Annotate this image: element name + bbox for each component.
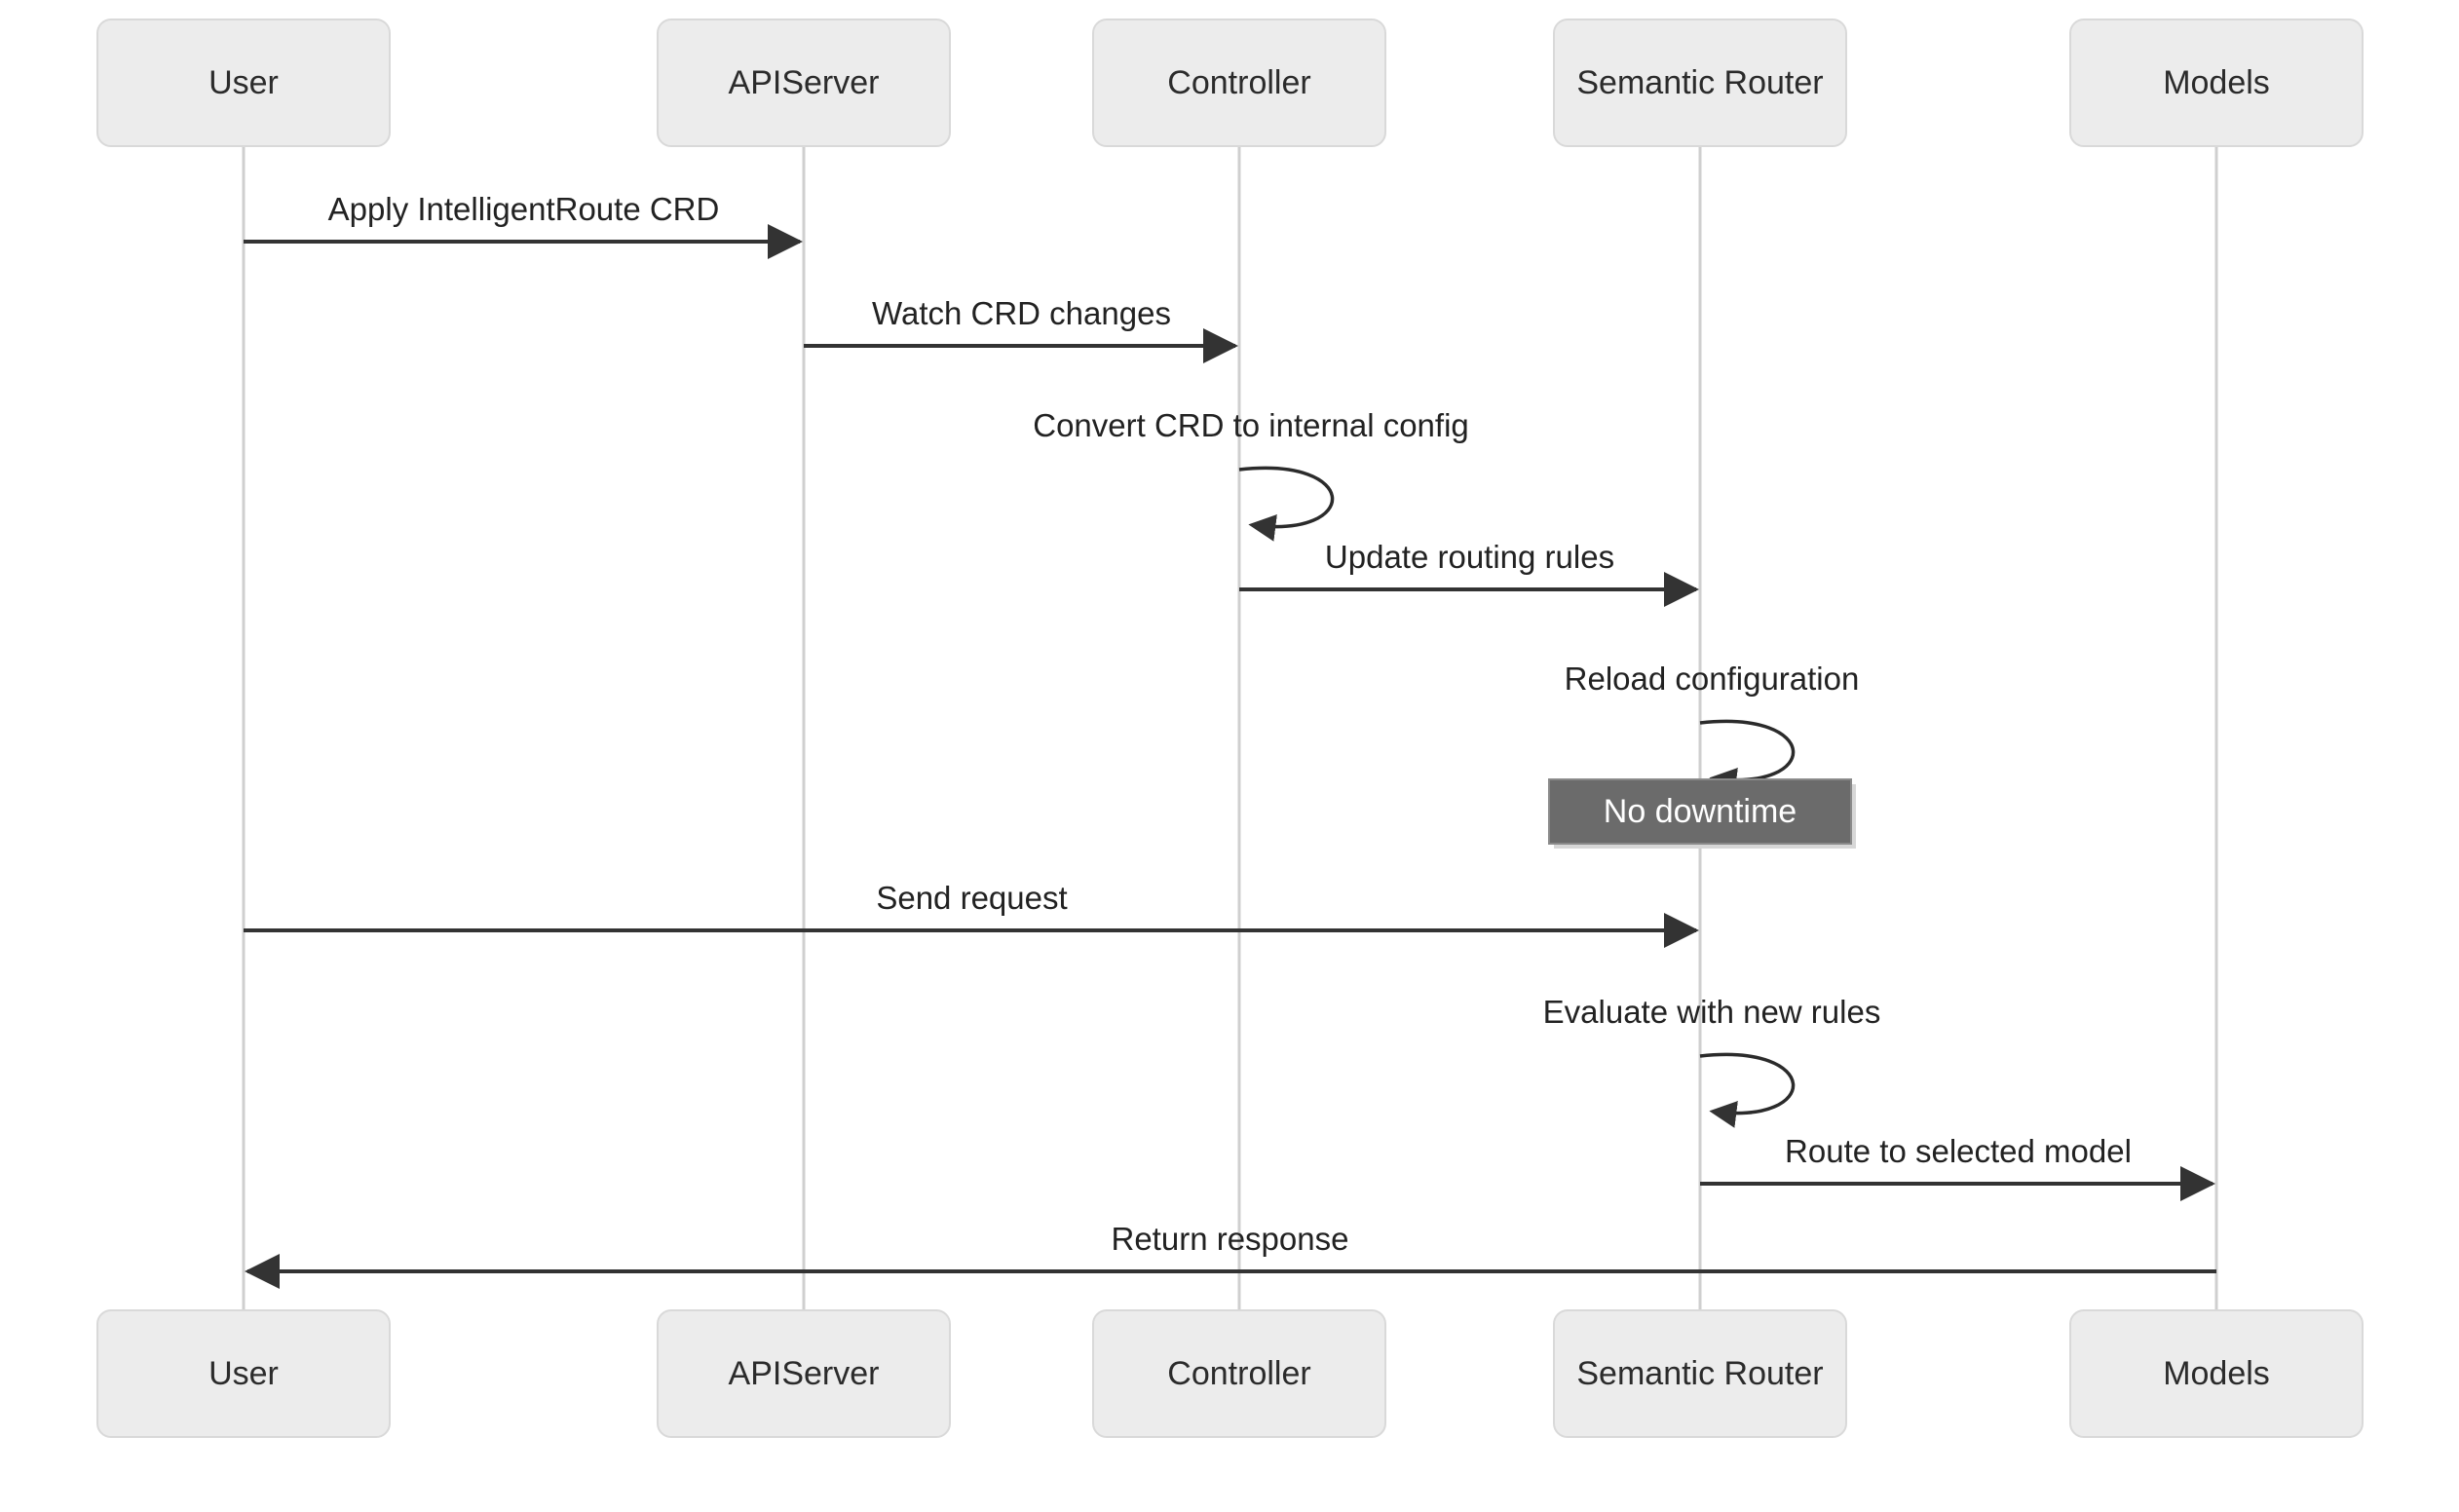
self-loop-path (1699, 1052, 1796, 1128)
participant-label-apiserver: APIServer (729, 1355, 880, 1392)
message-3-self-loop[interactable]: Convert CRD to internal config (1033, 407, 1469, 542)
message-label: Reload configuration (1565, 661, 1860, 697)
message-label: Return response (1112, 1221, 1349, 1257)
participant-controller-bottom[interactable]: Controller (1092, 1309, 1386, 1438)
message-7-self-loop[interactable]: Evaluate with new rules (1543, 994, 1881, 1128)
participant-apiserver-bottom[interactable]: APIServer (657, 1309, 951, 1438)
participant-label-apiserver: APIServer (729, 64, 880, 101)
participant-box-controller[interactable] (1092, 1309, 1386, 1438)
participant-models-top[interactable]: Models (2069, 19, 2364, 147)
message-1-sync[interactable]: Apply IntelligentRoute CRD (244, 191, 803, 259)
participant-label-controller: Controller (1167, 1355, 1310, 1392)
participant-label-user: User (208, 1355, 279, 1392)
participant-user-top[interactable]: User (96, 19, 391, 147)
message-2-sync[interactable]: Watch CRD changes (804, 295, 1238, 363)
participant-router-bottom[interactable]: Semantic Router (1553, 1309, 1847, 1438)
note-no-downtime[interactable]: No downtime (1548, 778, 1856, 849)
message-label: Apply IntelligentRoute CRD (328, 191, 720, 227)
messages-group: Apply IntelligentRoute CRD Watch CRD chan… (244, 191, 2216, 1289)
self-loop-path (1238, 466, 1335, 542)
participant-router-top[interactable]: Semantic Router (1553, 19, 1847, 147)
note-label: No downtime (1604, 793, 1797, 830)
participant-box-models[interactable] (2069, 1309, 2364, 1438)
message-5-self-loop[interactable]: Reload configuration (1565, 661, 1860, 795)
participant-models-bottom[interactable]: Models (2069, 1309, 2364, 1438)
participant-box-apiserver[interactable] (657, 19, 951, 147)
participant-label-controller: Controller (1167, 64, 1310, 101)
participant-box-router[interactable] (1553, 1309, 1847, 1438)
participant-controller-top[interactable]: Controller (1092, 19, 1386, 147)
message-label: Convert CRD to internal config (1033, 407, 1469, 443)
message-9-sync[interactable]: Return response (245, 1221, 2216, 1289)
message-8-sync[interactable]: Route to selected model (1700, 1133, 2215, 1201)
participants-bottom-group: User APIServer Controller Semantic Router Mo… (96, 1309, 2364, 1438)
message-label: Evaluate with new rules (1543, 994, 1881, 1030)
participant-box-controller[interactable] (1092, 19, 1386, 147)
participant-label-models: Models (2163, 1355, 2270, 1392)
notes-group: No downtime (1548, 778, 1856, 849)
participant-box-router[interactable] (1553, 19, 1847, 147)
participant-user-bottom[interactable]: User (96, 1309, 391, 1438)
participant-box-user[interactable] (96, 19, 391, 147)
participant-box-apiserver[interactable] (657, 1309, 951, 1438)
participant-label-router: Semantic Router (1576, 64, 1823, 101)
message-label: Route to selected model (1785, 1133, 2132, 1169)
lifelines-group (242, 146, 2218, 1310)
note-box[interactable] (1548, 778, 1852, 845)
self-loop-path (1699, 719, 1796, 795)
participant-label-router: Semantic Router (1576, 1355, 1823, 1392)
participant-box-models[interactable] (2069, 19, 2364, 147)
participants-top-group: User APIServer Controller Semantic Router Mo… (96, 19, 2364, 147)
message-label: Watch CRD changes (872, 295, 1171, 331)
message-label: Send request (876, 880, 1067, 916)
participant-apiserver-top[interactable]: APIServer (657, 19, 951, 147)
participant-box-user[interactable] (96, 1309, 391, 1438)
participant-label-user: User (208, 64, 279, 101)
message-6-sync[interactable]: Send request (244, 880, 1699, 948)
message-label: Update routing rules (1325, 539, 1614, 575)
message-4-sync[interactable]: Update routing rules (1239, 539, 1699, 607)
participant-label-models: Models (2163, 64, 2270, 101)
